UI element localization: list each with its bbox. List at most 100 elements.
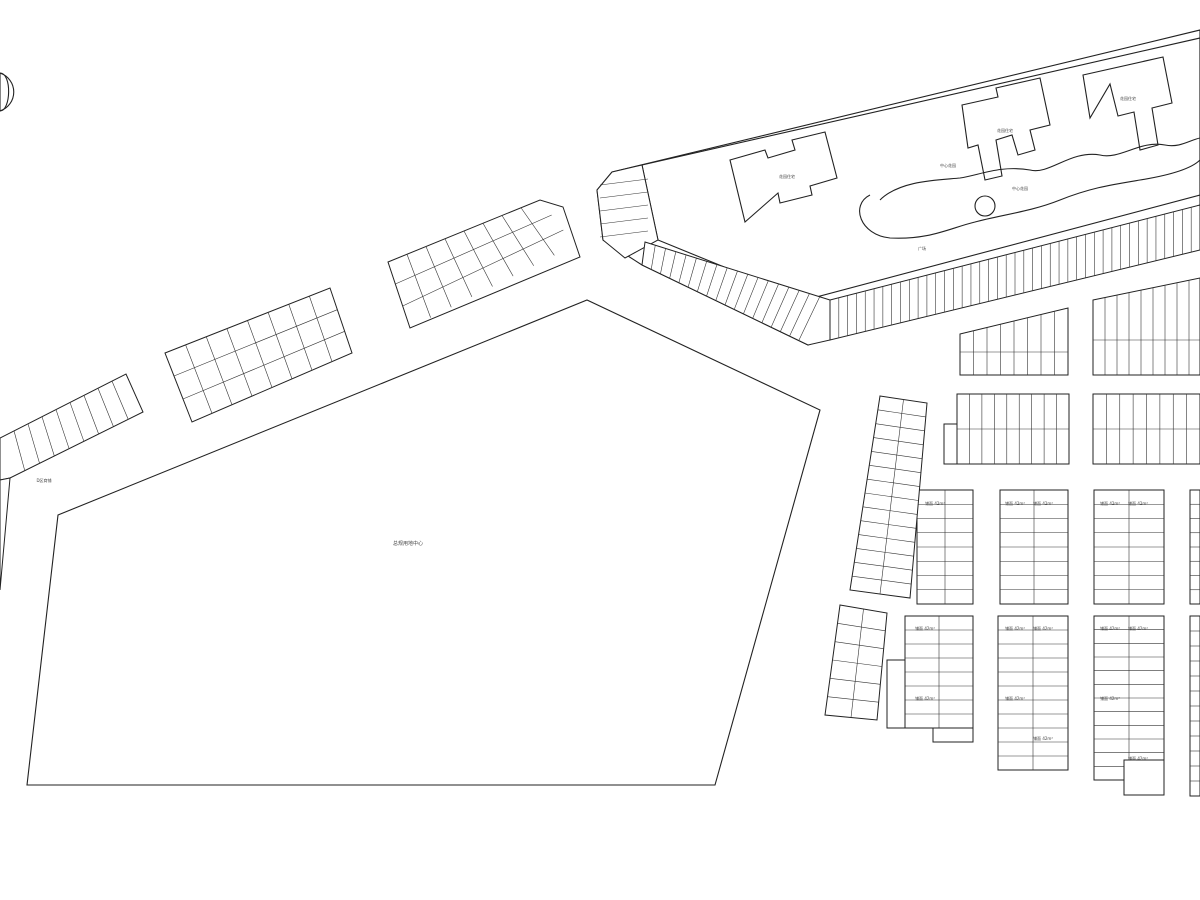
unit-area-tag: 铺面 42m²	[1100, 625, 1120, 631]
diag-upper-divider	[869, 464, 921, 473]
unit-area-tag: 铺面 42m²	[1005, 695, 1025, 701]
unit-area-tag: 铺面 42m²	[1033, 625, 1053, 631]
strip-diagonal-segment	[641, 241, 831, 346]
strip-diagonal-divider	[697, 261, 707, 292]
unit-area-tag: 铺面 42m²	[1033, 735, 1053, 741]
strip-diagonal-divider	[798, 296, 820, 341]
diagonal-block-upper	[849, 395, 928, 599]
upper-divider	[406, 254, 431, 318]
diag-upper-divider	[860, 520, 917, 529]
left-shop-row: D区商铺	[0, 373, 144, 591]
unit-area-tag: 铺面 42m²	[925, 500, 945, 506]
unit-area-tag: 铺面 42m²	[915, 625, 935, 631]
garden-path-outer	[859, 159, 1200, 239]
block-top-small	[959, 307, 1069, 376]
left-row-cells	[13, 380, 129, 471]
mid-left-divider	[309, 296, 333, 362]
diag-lower-divider	[832, 659, 883, 667]
strip-corner-block	[596, 164, 659, 259]
diag-lower-divider	[829, 678, 881, 685]
block-mid-left-outline	[164, 287, 353, 423]
mid-left-divider	[267, 312, 293, 379]
left-row-divider	[83, 395, 99, 435]
diag-upper-divider	[864, 492, 919, 501]
block-row3-b	[999, 489, 1069, 605]
mid-left-divider	[173, 309, 338, 377]
left-row-divider	[69, 402, 85, 442]
strip-corner-divider	[599, 204, 649, 212]
strip-diagonal-divider	[789, 293, 810, 337]
edge-circle-arc	[0, 72, 10, 112]
unit-area-tag: 铺面 42m²	[1128, 500, 1148, 506]
upper-divider	[463, 230, 493, 287]
left-row-divider	[55, 409, 70, 449]
block-row4-a	[904, 615, 974, 729]
strip-diagonal-divider	[770, 286, 790, 328]
diag-upper-divider	[877, 409, 926, 418]
upper-divider	[425, 246, 452, 308]
left-row-divider	[41, 416, 55, 457]
diag-upper-divider	[871, 451, 923, 460]
unit-area-tag: 铺面 42m²	[1100, 695, 1120, 701]
diag-upper-divider	[852, 575, 912, 585]
mid-left-divider	[205, 336, 233, 405]
strip-diagonal-divider	[687, 258, 697, 288]
right-shop-blocks: 铺面 42m² 铺面 42m² 铺面 42m² 铺面 42m² 铺面 42m² 铺面 42…	[886, 277, 1200, 797]
central-lot: 总规用地中心	[26, 299, 821, 786]
apartment-2-label: 花园住宅	[997, 127, 1013, 133]
block-upper-outline	[387, 199, 581, 329]
central-lot-outline	[26, 299, 821, 786]
diag-lower-divider	[827, 696, 879, 703]
diag-upper-divider	[873, 437, 924, 446]
block-mid-left	[164, 287, 353, 423]
strip-corner-divider	[599, 217, 649, 225]
apartment-building-2	[961, 77, 1051, 181]
apartment-building-3	[1082, 56, 1173, 151]
unit-area-tag: 铺面 42m²	[1033, 500, 1053, 506]
diag-upper-divider	[875, 423, 925, 432]
strip-diagonal-divider	[743, 277, 759, 315]
upper-divider	[402, 229, 564, 307]
block-top-wide-outline	[1092, 277, 1200, 376]
diag-upper-divider	[854, 561, 913, 571]
left-row-divider	[27, 423, 40, 464]
block-upper-cells	[395, 207, 564, 318]
left-row-outline	[0, 373, 144, 481]
residential-compound: 花园住宅 花园住宅 花园住宅 中心花园 中心花园 广场	[596, 29, 1200, 346]
diagonal-block-lower-outline	[824, 604, 888, 721]
strip-diagonal-divider	[761, 283, 779, 323]
upper-divider	[482, 223, 514, 277]
block-row4-c	[1093, 615, 1165, 781]
unit-area-tag: 铺面 42m²	[1005, 500, 1025, 506]
block-mid-left-cells	[173, 296, 345, 414]
block-row3-a	[916, 489, 974, 605]
mid-left-divider	[288, 304, 313, 371]
unit-area-tag: 铺面 42m²	[1128, 625, 1148, 631]
diagonal-block-lower	[824, 604, 888, 721]
strip-diagonal-divider	[669, 251, 677, 279]
block-row2-b	[1092, 393, 1200, 465]
strip-diagonal-divider	[780, 290, 800, 332]
diag-upper-divider	[858, 534, 915, 543]
garden-path-inner	[879, 137, 1200, 201]
garden-fountain	[974, 195, 996, 217]
diagonal-block-upper-cells	[852, 399, 926, 595]
central-lot-label: 总规用地中心	[393, 540, 423, 547]
mid-left-divider	[182, 331, 345, 400]
strip-diagonal-divider	[660, 248, 666, 274]
unit-area-tag: 铺面 42m²	[1005, 625, 1025, 631]
unit-area-tag: 铺面 42m²	[1100, 500, 1120, 506]
mid-left-divider	[247, 320, 273, 388]
left-row-divider	[13, 430, 26, 471]
diag-upper-divider	[867, 478, 920, 487]
upper-divider	[501, 215, 535, 266]
left-row-divider	[97, 388, 114, 427]
plaza-label: 广场	[918, 245, 926, 251]
diag-lower-divider	[837, 623, 886, 632]
block-top-wide	[1092, 277, 1200, 376]
upper-divider	[520, 207, 555, 256]
apartment-1-label: 花园住宅	[779, 173, 795, 179]
perimeter-shop-strip	[596, 164, 1200, 346]
unit-area-tag: 铺面 42m²	[1128, 755, 1148, 761]
